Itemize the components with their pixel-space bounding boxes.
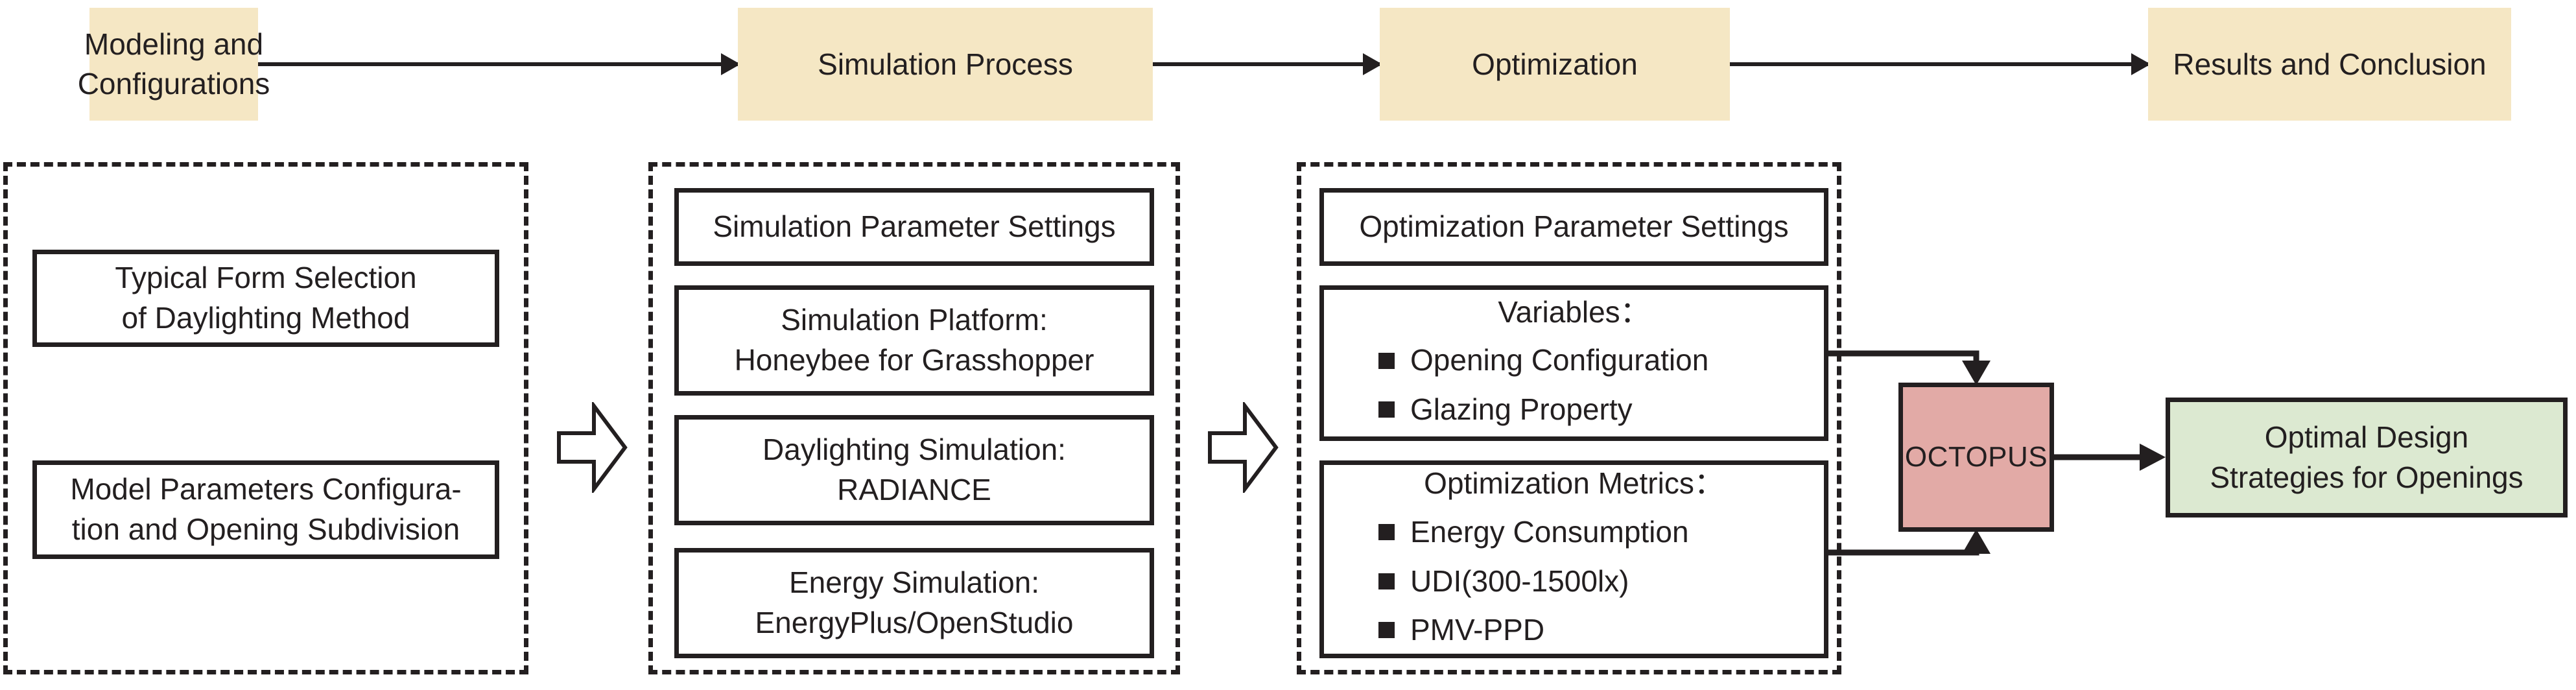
card-model-parameters-configuration: Model Parameters Configura- tion and Ope… bbox=[32, 460, 499, 559]
phase-box-simulation: Simulation Process bbox=[738, 8, 1153, 121]
stage-transition-chevron-2 bbox=[1207, 400, 1279, 495]
card-line: Optimization Parameter Settings bbox=[1359, 209, 1789, 244]
card-line: EnergyPlus/OpenStudio bbox=[755, 606, 1074, 639]
card-line: Daylighting Simulation: bbox=[762, 433, 1066, 467]
bullet-label: Energy Consumption bbox=[1410, 514, 1689, 549]
bullet-item: PMV-PPD bbox=[1341, 610, 1807, 650]
card-line: Simulation Parameter Settings bbox=[713, 209, 1116, 244]
square-bullet-icon bbox=[1378, 524, 1395, 541]
octopus-optimizer-box: OCTOPUS bbox=[1898, 383, 2054, 532]
square-bullet-icon bbox=[1378, 352, 1395, 369]
phase-label-line: Modeling and bbox=[84, 27, 264, 62]
card-line: RADIANCE bbox=[837, 473, 991, 506]
phase-label-line: Results and bbox=[2173, 47, 2331, 81]
bullet-item: Glazing Property bbox=[1341, 390, 1807, 430]
card-simulation-platform: Simulation Platform: Honeybee for Grassh… bbox=[674, 285, 1154, 396]
card-energy-simulation: Energy Simulation: EnergyPlus/OpenStudio bbox=[674, 548, 1154, 658]
phase-label-line: Optimization bbox=[1472, 47, 1638, 81]
square-bullet-icon bbox=[1378, 401, 1395, 418]
phase-label-line: Simulation Process bbox=[818, 47, 1073, 81]
bullet-label: UDI(300-1500lx) bbox=[1410, 564, 1629, 598]
card-line: Typical Form Selection bbox=[115, 261, 417, 295]
phase-box-optimization: Optimization bbox=[1380, 8, 1730, 121]
phase-connector-arrow-1 bbox=[258, 62, 738, 66]
stage-group-simulation bbox=[648, 162, 1180, 674]
card-typical-form-selection: Typical Form Selection of Daylighting Me… bbox=[32, 250, 499, 347]
card-simulation-parameter-settings: Simulation Parameter Settings bbox=[674, 188, 1154, 266]
phase-label-line: Conclusion bbox=[2339, 47, 2487, 81]
card-variables: Variables： Opening Configuration Glazing… bbox=[1319, 285, 1828, 441]
phase-connector-arrow-3 bbox=[1730, 62, 2148, 66]
octopus-label: OCTOPUS bbox=[1904, 441, 2048, 473]
result-line: Strategies for Openings bbox=[2210, 460, 2523, 494]
stage-transition-chevron-1 bbox=[556, 400, 628, 495]
bullet-label: Opening Configuration bbox=[1410, 343, 1709, 377]
stage-group-optimization bbox=[1297, 162, 1841, 674]
result-optimal-design-strategies: Optimal Design Strategies for Openings bbox=[2166, 398, 2568, 518]
phase-box-modeling: Modeling and Configurations bbox=[78, 8, 270, 121]
bullet-label: PMV-PPD bbox=[1410, 613, 1545, 647]
card-line: Model Parameters Configura- bbox=[70, 472, 462, 506]
card-line: Simulation Platform: bbox=[781, 303, 1048, 337]
stage-group-modeling bbox=[3, 162, 528, 674]
card-daylighting-simulation: Daylighting Simulation: RADIANCE bbox=[674, 415, 1154, 525]
card-line: Honeybee for Grasshopper bbox=[734, 343, 1094, 377]
bullet-item: Energy Consumption bbox=[1341, 512, 1807, 553]
bullet-item: Opening Configuration bbox=[1341, 340, 1807, 381]
result-line: Optimal Design bbox=[2264, 420, 2469, 454]
card-line: of Daylighting Method bbox=[121, 301, 410, 335]
card-heading: Variables： bbox=[1498, 294, 1650, 329]
phase-box-results: Results and Conclusion bbox=[2148, 8, 2511, 121]
phase-label-line: Configurations bbox=[77, 67, 270, 101]
card-optimization-parameter-settings: Optimization Parameter Settings bbox=[1319, 188, 1828, 266]
card-line: Energy Simulation: bbox=[788, 565, 1040, 600]
phase-connector-arrow-2 bbox=[1153, 62, 1380, 66]
card-line: tion and Opening Subdivision bbox=[71, 512, 460, 546]
square-bullet-icon bbox=[1378, 622, 1395, 639]
square-bullet-icon bbox=[1378, 573, 1395, 589]
bullet-label: Glazing Property bbox=[1410, 392, 1633, 426]
bullet-item: UDI(300-1500lx) bbox=[1341, 562, 1807, 602]
card-heading: Optimization Metrics： bbox=[1424, 466, 1724, 501]
card-optimization-metrics: Optimization Metrics： Energy Consumption… bbox=[1319, 460, 1828, 658]
